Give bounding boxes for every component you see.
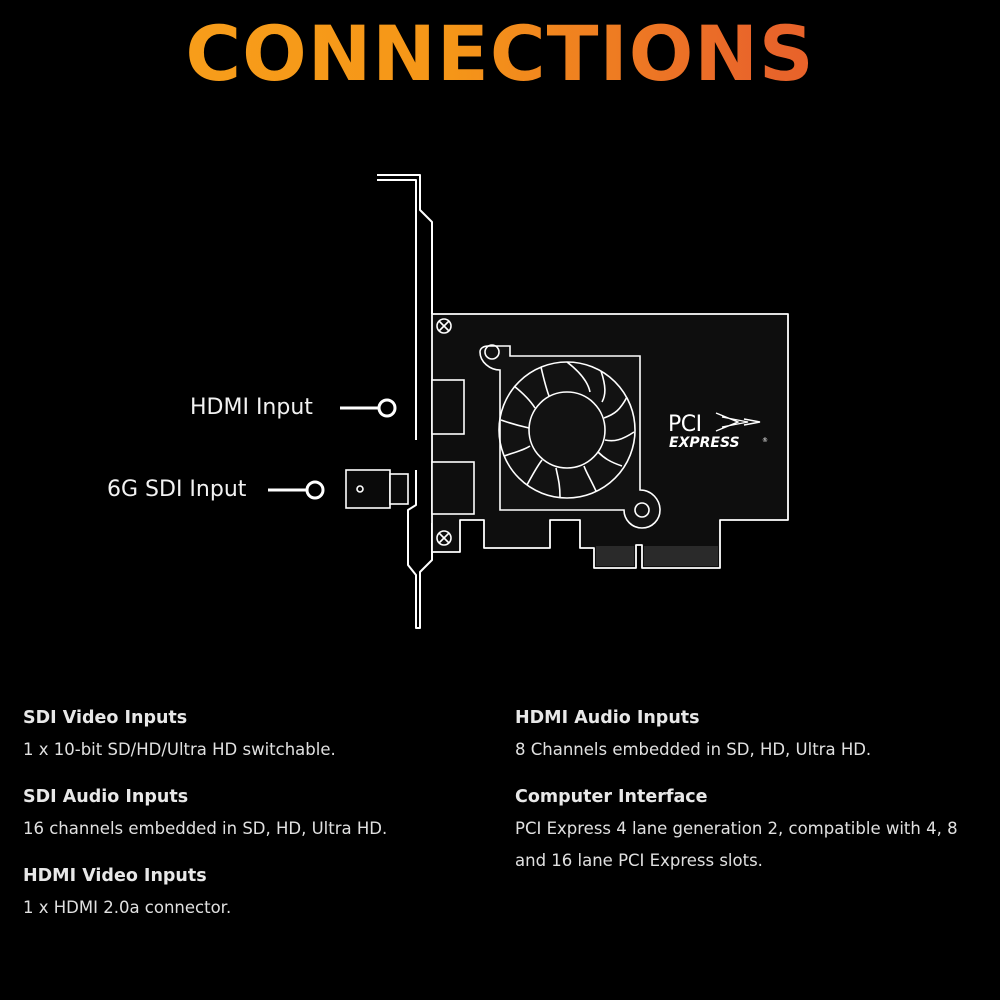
sdi-callout-line bbox=[268, 480, 325, 500]
spec-title: SDI Video Inputs bbox=[23, 708, 188, 728]
logo-word-express: EXPRESS bbox=[669, 435, 740, 451]
hdmi-callout-line bbox=[340, 398, 397, 418]
sdi-port-block bbox=[431, 461, 475, 515]
screw-icon bbox=[436, 530, 452, 546]
spec-title: Computer Interface bbox=[515, 787, 708, 807]
pci-bracket bbox=[377, 174, 433, 629]
spec-text: PCI Express 4 lane generation 2, compati… bbox=[515, 819, 958, 870]
pci-express-logo: PCI EXPRESS ® bbox=[668, 412, 768, 451]
logo-word-pci: PCI bbox=[668, 412, 702, 437]
spec-title: HDMI Audio Inputs bbox=[515, 708, 700, 728]
sdi-input-label: 6G SDI Input bbox=[107, 477, 247, 502]
spec-title: HDMI Video Inputs bbox=[23, 866, 207, 886]
hdmi-input-label: HDMI Input bbox=[190, 395, 313, 420]
spec-title: SDI Audio Inputs bbox=[23, 787, 189, 807]
bnc-connector-icon bbox=[345, 469, 409, 509]
spec-text: 16 channels embedded in SD, HD, Ultra HD… bbox=[23, 819, 388, 838]
spec-computer-interface: Computer Interface PCI Express 4 lane ge… bbox=[515, 785, 985, 877]
screw-icon bbox=[436, 318, 452, 334]
logo-registered-mark: ® bbox=[762, 437, 768, 444]
spec-text: 1 x HDMI 2.0a connector. bbox=[23, 898, 232, 917]
hdmi-port-icon bbox=[431, 379, 465, 435]
spec-hdmi-audio: HDMI Audio Inputs 8 Channels embedded in… bbox=[515, 706, 985, 766]
spec-hdmi-video: HDMI Video Inputs 1 x HDMI 2.0a connecto… bbox=[23, 864, 493, 924]
spec-sdi-video: SDI Video Inputs 1 x 10-bit SD/HD/Ultra … bbox=[23, 706, 493, 766]
fan-icon bbox=[479, 344, 661, 529]
spec-sdi-audio: SDI Audio Inputs 16 channels embedded in… bbox=[23, 785, 493, 845]
spec-text: 8 Channels embedded in SD, HD, Ultra HD. bbox=[515, 740, 872, 759]
spec-text: 1 x 10-bit SD/HD/Ultra HD switchable. bbox=[23, 740, 336, 759]
page-title: CONNECTIONS bbox=[0, 6, 1000, 102]
